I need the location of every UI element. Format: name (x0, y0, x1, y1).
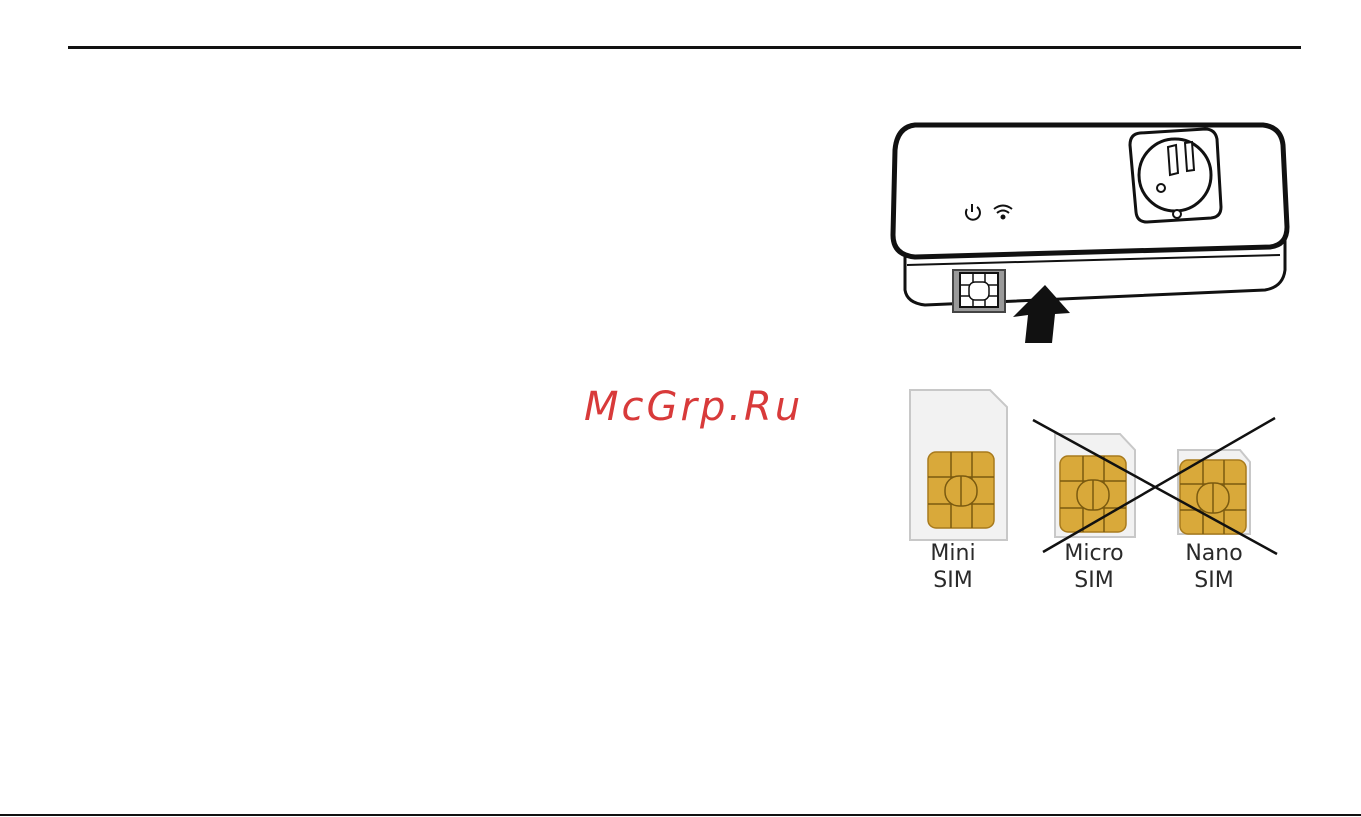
sim-label-line2: SIM (1034, 567, 1154, 594)
sim-label-line1: Mini (893, 540, 1013, 567)
sim-label-nano: Nano SIM (1154, 540, 1274, 594)
device-top-face (893, 125, 1287, 257)
sim-label-micro: Micro SIM (1034, 540, 1154, 594)
mini-sim-card (910, 390, 1007, 540)
sim-label-mini: Mini SIM (893, 540, 1013, 594)
nano-sim-card (1178, 450, 1250, 534)
sim-label-line2: SIM (893, 567, 1013, 594)
sim-label-line1: Nano (1154, 540, 1274, 567)
smart-plug-device-illustration (885, 115, 1295, 355)
sim-card-insert (953, 270, 1005, 312)
watermark: McGrp.Ru (584, 384, 803, 430)
footer-rule (0, 814, 1361, 816)
power-socket (1130, 129, 1221, 222)
header-rule (68, 46, 1301, 49)
sim-label-line2: SIM (1154, 567, 1274, 594)
sim-label-line1: Micro (1034, 540, 1154, 567)
